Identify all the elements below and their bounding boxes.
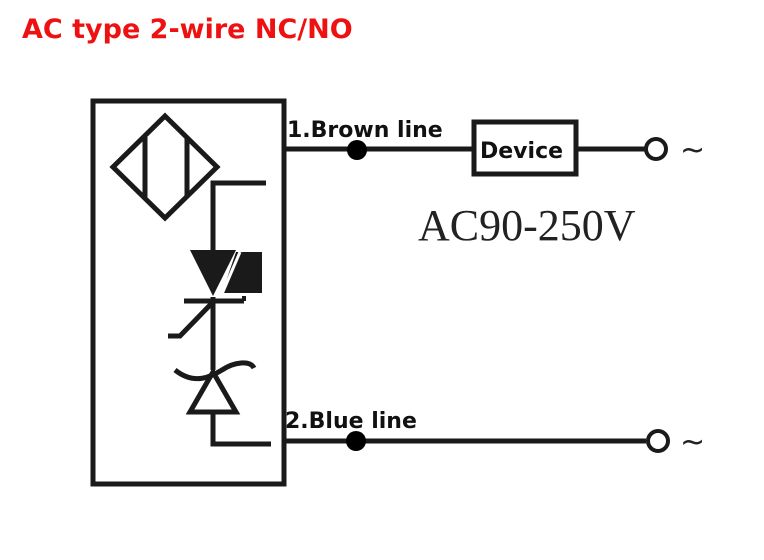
blue-junction-dot [346,431,366,451]
diagram-title: AC type 2-wire NC/NO [22,14,353,45]
blue-terminal-icon [646,429,670,453]
varistor-icon [173,360,257,415]
triac-icon [168,250,262,339]
brown-ac-symbol: ~ [680,133,705,168]
brown-terminal-icon [644,137,668,161]
brown-junction-dot [347,140,367,160]
sensor-housing [90,98,287,487]
blue-ac-symbol: ~ [680,425,705,460]
brown-line-label: 1.Brown line [287,118,443,143]
brown-wire [284,119,668,177]
blue-wire [284,429,670,453]
device-label: Device [480,139,563,164]
sensor-coil-icon [109,112,221,222]
internal-wiring [210,180,271,447]
voltage-label: AC90-250V [418,201,636,250]
blue-line-label: 2.Blue line [285,409,417,434]
